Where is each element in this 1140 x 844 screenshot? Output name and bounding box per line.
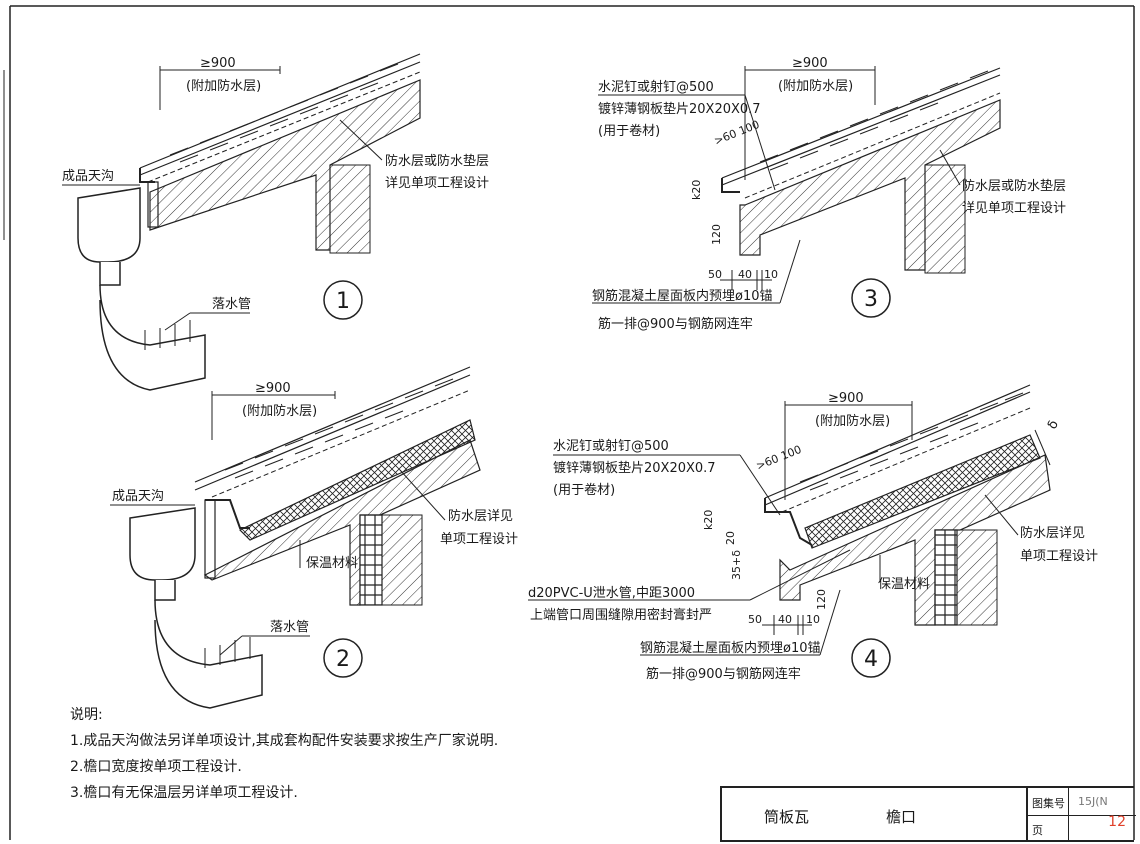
dim-bottom-3 xyxy=(720,270,772,290)
d4-dim-k20: k20 xyxy=(702,510,715,530)
d4-dim-35: 35+δ xyxy=(730,550,743,580)
d1-downpipe-label: 落水管 xyxy=(212,297,251,312)
dim-900-1 xyxy=(159,66,281,110)
d3-dim-50: 50 xyxy=(708,268,722,281)
d1-dim-note: (附加防水层) xyxy=(186,78,261,94)
d3-membrane-label: 防水层或防水垫层 xyxy=(962,178,1066,194)
d4-nail-label: 水泥钉或射钉@500 xyxy=(553,438,669,454)
d2-dim-900: ≥900 xyxy=(255,381,291,396)
d4-number: 4 xyxy=(864,647,878,672)
d4-washer-note: (用于卷材) xyxy=(553,482,615,498)
d2-gutter-label: 成品天沟 xyxy=(112,489,164,504)
notes-section: 说明: 1.成品天沟做法另详单项设计,其成套构配件安装要求按生产厂家说明. 2.… xyxy=(70,702,630,806)
title-block-divider xyxy=(1068,788,1069,840)
wall-2 xyxy=(359,514,423,606)
detail-2: ≥900 (附加防水层) 成品天沟 保温材料 防水层详见 单项工程设计 落水管 … xyxy=(110,366,518,709)
d4-anchor-label-2: 筋一排@900与钢筋网连牢 xyxy=(646,666,801,682)
detail-4: ≥900 (附加防水层) δ 水泥钉或射钉@500 镀锌薄钢板垫片20X20X0… xyxy=(528,384,1098,682)
d2-insulation-label: 保温材料 xyxy=(306,556,358,571)
gutter-downpipe-2 xyxy=(129,507,263,709)
d4-dim-50: 50 xyxy=(748,613,762,626)
atlas-row: 图集号 15J(N xyxy=(1026,788,1136,816)
tiles-1 xyxy=(169,63,399,163)
d1-membrane-label: 防水层或防水垫层 xyxy=(385,153,489,169)
d3-dim-k20: k20 xyxy=(690,180,703,200)
roof-slab-3 xyxy=(721,67,1001,271)
wall-3 xyxy=(924,164,966,274)
d2-membrane-label: 防水层详见 xyxy=(448,508,513,524)
d4-dim-900: ≥900 xyxy=(828,391,864,406)
d2-dim-note: (附加防水层) xyxy=(242,403,317,419)
d4-dim-120: 120 xyxy=(815,589,828,610)
d1-membrane-label-2: 详见单项工程设计 xyxy=(385,176,489,191)
d4-number-circle xyxy=(851,638,891,678)
note-item-3: 3.檐口有无保温层另详单项工程设计. xyxy=(70,785,298,801)
roof-slab-2 xyxy=(194,366,481,606)
title-primary: 筒板瓦 xyxy=(764,808,810,826)
detail-3: ≥900 (附加防水层) 水泥钉或射钉@500 镀锌薄钢板垫片20X20X0.7… xyxy=(592,56,1066,332)
title-block: 筒板瓦 檐口 图集号 15J(N 页 xyxy=(720,786,1136,842)
title-secondary: 檐口 xyxy=(886,808,917,826)
note-item-1: 1.成品天沟做法另详单项设计,其成套构配件安装要求按生产厂家说明. xyxy=(70,733,499,749)
note-item-2: 2.檐口宽度按单项工程设计. xyxy=(70,759,242,775)
d4-dim-40: 40 xyxy=(778,613,792,626)
d3-membrane-label-2: 详见单项工程设计 xyxy=(962,201,1066,216)
d4-washer-label: 镀锌薄钢板垫片20X20X0.7 xyxy=(553,460,716,476)
d4-membrane-label: 防水层详见 xyxy=(1020,525,1085,541)
d3-dim-900: ≥900 xyxy=(792,56,828,71)
atlas-value: 15J(N xyxy=(1078,795,1108,808)
sheet-frame xyxy=(3,5,1135,840)
d4-dim-delta: δ xyxy=(1045,418,1062,432)
d3-washer-note: (用于卷材) xyxy=(598,123,660,139)
tiles-3 xyxy=(759,70,989,171)
d1-dim-900: ≥900 xyxy=(200,56,236,71)
d3-dim-60-100: >60 100 xyxy=(712,118,761,148)
d4-pvc-label-2: 上端管口周围缝隙用密封膏封严 xyxy=(530,607,712,623)
d3-dim-note: (附加防水层) xyxy=(778,78,853,94)
atlas-label: 图集号 xyxy=(1032,797,1065,810)
d4-dim-10: 10 xyxy=(806,613,820,626)
d3-washer-label: 镀锌薄钢板垫片20X20X0.7 xyxy=(598,101,761,117)
tiles-2 xyxy=(224,378,454,479)
page-row: 页 xyxy=(1026,815,1136,842)
d3-dim-40: 40 xyxy=(738,268,752,281)
d2-number: 2 xyxy=(336,647,350,672)
d4-pvc-label: d20PVC-U泄水管,中距3000 xyxy=(528,586,695,601)
dim-bottom-4 xyxy=(762,615,812,635)
dim-900-3 xyxy=(744,66,876,180)
d2-downpipe-label: 落水管 xyxy=(270,620,309,635)
notes-heading: 说明: xyxy=(70,707,103,723)
d4-dim-60-100: >60 100 xyxy=(754,443,803,473)
d1-number: 1 xyxy=(336,289,350,314)
wall-1 xyxy=(329,164,371,254)
d4-insulation-label: 保温材料 xyxy=(878,577,930,592)
d3-dim-120: 120 xyxy=(710,224,723,245)
detail-1: ≥900 (附加防水层) 防水层或防水垫层 详见单项工程设计 成品天沟 落水管 … xyxy=(62,53,489,391)
tiles-4 xyxy=(799,392,1024,491)
d3-nail-label: 水泥钉或射钉@500 xyxy=(598,79,714,95)
roof-slab-4 xyxy=(764,384,1051,626)
dim-900-4 xyxy=(784,401,913,500)
d4-dim-note: (附加防水层) xyxy=(815,413,890,429)
gutter-downpipe-1 xyxy=(77,187,206,391)
d2-membrane-label-2: 单项工程设计 xyxy=(440,532,518,547)
d4-membrane-label-2: 单项工程设计 xyxy=(1020,549,1098,564)
d3-number-circle xyxy=(851,278,891,318)
d1-number-circle xyxy=(323,280,363,320)
d3-anchor-label-2: 筋一排@900与钢筋网连牢 xyxy=(598,316,753,332)
page-number: 12 xyxy=(1108,814,1126,830)
dim-900-2 xyxy=(211,391,336,440)
d3-anchor-label: 钢筋混凝土屋面板内预埋ø10锚 xyxy=(592,288,773,304)
d4-dim-20: 20 xyxy=(724,531,737,545)
d2-number-circle xyxy=(323,638,363,678)
wall-4 xyxy=(934,529,998,626)
d3-dim-10: 10 xyxy=(764,268,778,281)
page-label: 页 xyxy=(1032,824,1043,837)
d1-gutter-label: 成品天沟 xyxy=(62,169,114,184)
title-block-main: 筒板瓦 檐口 xyxy=(722,788,1028,840)
d3-number: 3 xyxy=(864,287,878,312)
d4-anchor-label: 钢筋混凝土屋面板内预埋ø10锚 xyxy=(640,640,821,656)
